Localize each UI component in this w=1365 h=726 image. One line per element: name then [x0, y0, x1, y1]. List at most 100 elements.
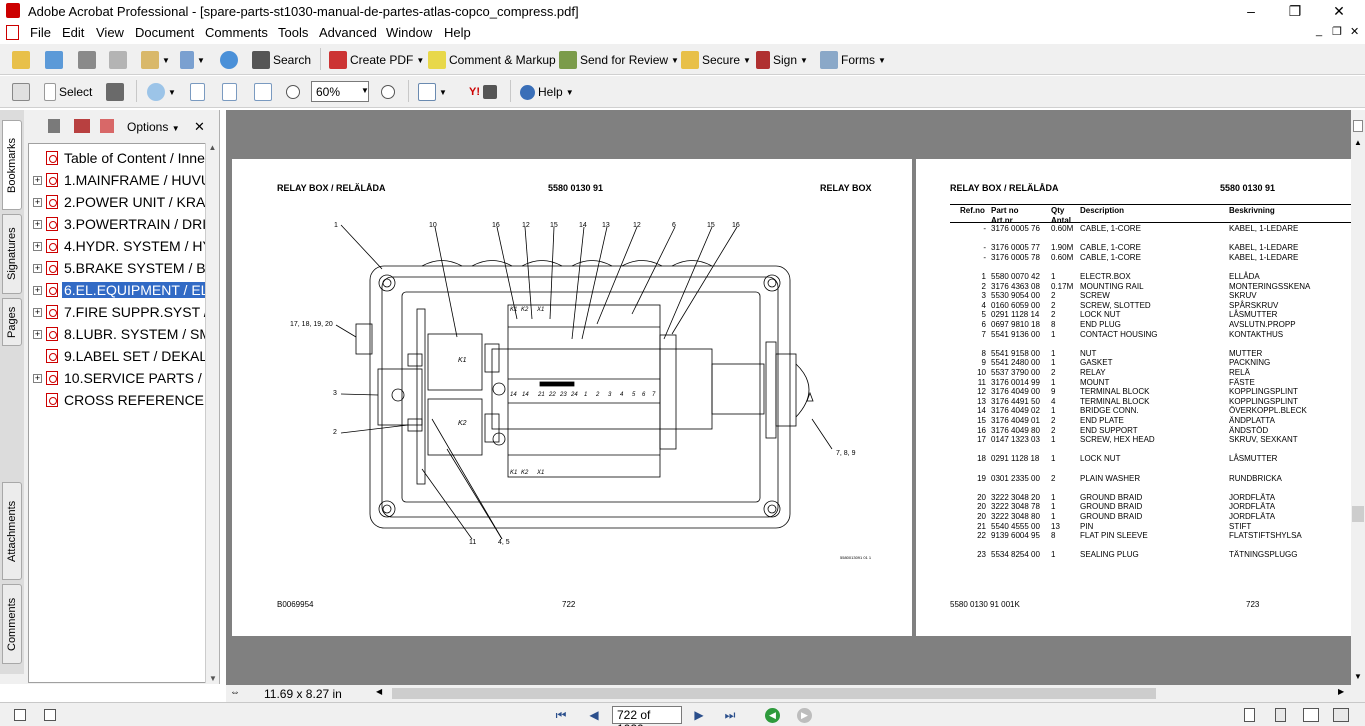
bookmark-vscroll[interactable]: ▲ ▼	[205, 143, 219, 683]
menu-document[interactable]: Document	[135, 25, 195, 40]
bookmark-item[interactable]: +1.MAINFRAME / HUVU	[33, 170, 205, 190]
expand-icon[interactable]: +	[33, 240, 42, 251]
zoom-dropdown-icon[interactable]: ▼	[361, 86, 369, 95]
menu-tools[interactable]: Tools	[278, 25, 309, 40]
restore-button[interactable]: ❐	[1288, 3, 1302, 19]
zoom-field[interactable]: 60%	[311, 81, 369, 102]
menu-comments[interactable]: Comments	[205, 25, 268, 40]
hscroll-thumb[interactable]	[392, 688, 1156, 699]
select-tool-button[interactable]: Select	[44, 80, 92, 104]
sign-button[interactable]: Sign▼	[756, 48, 808, 72]
status-doc-icon[interactable]	[44, 709, 56, 721]
bookmark-item[interactable]: +10.SERVICE PARTS /	[33, 368, 204, 388]
bookmark-item[interactable]: +8.LUBR. SYSTEM / SM	[33, 324, 205, 344]
bookmark-item[interactable]: +6.EL.EQUIPMENT / EL	[33, 280, 205, 300]
fit-width-button[interactable]	[254, 80, 272, 104]
help-button[interactable]: Help▼	[520, 80, 574, 104]
scroll-thumb[interactable]	[1352, 506, 1364, 522]
doc-restore-button[interactable]: ❐	[1332, 26, 1342, 38]
comment-markup-button[interactable]: Comment & Markup▼	[428, 48, 567, 72]
menu-help[interactable]: Help	[444, 25, 471, 40]
last-page-button[interactable]: ⏭	[724, 708, 736, 722]
single-page-icon[interactable]	[1244, 708, 1255, 722]
zoom-in-tool-button[interactable]: ▼	[147, 80, 176, 104]
expand-icon[interactable]: +	[33, 372, 42, 383]
fit-page-button[interactable]	[222, 80, 237, 104]
document-view[interactable]: RELAY BOX / RELÄLÅDA 5580 0130 91 RELAY …	[226, 110, 1356, 685]
menu-edit[interactable]: Edit	[62, 25, 85, 40]
snapshot-button[interactable]	[106, 80, 124, 104]
zoom-in-button[interactable]	[381, 80, 395, 104]
expand-icon[interactable]: +	[33, 306, 42, 317]
options-menu[interactable]: Options ▼	[127, 120, 180, 134]
parts-table-row	[950, 483, 1356, 493]
scroll-left-icon[interactable]: ◀	[376, 687, 383, 696]
open-button[interactable]	[12, 48, 30, 72]
close-button[interactable]: ✕	[1333, 3, 1345, 19]
parts-table-cell: 0291 1128 18	[991, 454, 1040, 464]
expand-icon[interactable]: +	[33, 284, 42, 295]
save-button[interactable]	[78, 48, 96, 72]
continuous-icon[interactable]	[1275, 708, 1286, 722]
rotate-button[interactable]: ▼	[418, 80, 447, 104]
doc-minimize-button[interactable]: _	[1316, 25, 1323, 37]
web-button[interactable]	[220, 48, 238, 72]
split-icon[interactable]	[1353, 120, 1363, 132]
menu-advanced[interactable]: Advanced	[319, 25, 377, 40]
page-size-toggle-icon[interactable]: ⇔	[230, 687, 240, 698]
nav-pane-toggle-icon[interactable]	[14, 709, 26, 721]
expand-icon[interactable]: +	[33, 218, 42, 229]
bookmark-item[interactable]: +7.FIRE SUPPR.SYST /	[33, 302, 205, 322]
search-button[interactable]: Search	[252, 48, 311, 72]
bookmark-item[interactable]: Table of Content / Inneh	[33, 148, 205, 168]
forms-button[interactable]: Forms▼	[820, 48, 886, 72]
close-pane-button[interactable]: ✕	[194, 119, 205, 134]
organizer-button[interactable]	[45, 48, 63, 72]
trash-icon[interactable]	[48, 119, 60, 133]
bookmark-properties-icon[interactable]	[74, 119, 90, 133]
bookmark-item[interactable]: +3.POWERTRAIN / DRI	[33, 214, 205, 234]
previous-page-button[interactable]: ◀	[589, 708, 599, 722]
hand-tool-button[interactable]	[12, 80, 30, 104]
secure-button[interactable]: Secure▼	[681, 48, 751, 72]
first-page-button[interactable]: ⏮	[555, 708, 567, 722]
tab-comments[interactable]: Comments	[2, 584, 22, 664]
bookmark-item[interactable]: +4.HYDR. SYSTEM / HY	[33, 236, 205, 256]
facing-icon[interactable]	[1303, 708, 1319, 722]
go-forward-icon[interactable]: ▶	[797, 708, 812, 723]
minimize-button[interactable]: –	[1247, 3, 1255, 19]
expand-icon[interactable]: +	[33, 262, 42, 273]
bookmark-item[interactable]: +5.BRAKE SYSTEM / B	[33, 258, 205, 278]
scroll-up-icon[interactable]: ▲	[1354, 138, 1362, 147]
scroll-down-icon[interactable]: ▼	[1354, 672, 1362, 681]
bookmark-item[interactable]: 9.LABEL SET / DEKAL	[33, 346, 205, 366]
next-page-button[interactable]: ▶	[694, 708, 704, 722]
scroll-right-icon[interactable]: ▶	[1338, 687, 1345, 696]
page-number-field[interactable]: 722 of 1020	[612, 706, 682, 726]
go-back-icon[interactable]: ◀	[765, 708, 780, 723]
continuous-facing-icon[interactable]	[1333, 708, 1349, 722]
expand-icon[interactable]: +	[33, 174, 42, 185]
expand-icon[interactable]: +	[33, 328, 42, 339]
zoom-out-button[interactable]	[286, 80, 300, 104]
new-bookmark-icon[interactable]	[100, 119, 114, 133]
yahoo-search-button[interactable]: Y!	[469, 80, 497, 104]
expand-icon[interactable]: +	[33, 196, 42, 207]
create-pdf-button[interactable]: Create PDF▼	[329, 48, 424, 72]
menu-file[interactable]: File	[30, 25, 51, 40]
menu-view[interactable]: View	[96, 25, 124, 40]
tab-signatures[interactable]: Signatures	[2, 214, 22, 294]
menu-window[interactable]: Window	[386, 25, 433, 40]
bookmark-item[interactable]: +2.POWER UNIT / KRA	[33, 192, 205, 212]
bookmark-item[interactable]: CROSS REFERENCE	[33, 390, 205, 410]
send-review-button[interactable]: Send for Review▼	[559, 48, 679, 72]
doc-close-button[interactable]: ✕	[1350, 26, 1360, 38]
email-button[interactable]: ▼	[141, 48, 170, 72]
tab-attachments[interactable]: Attachments	[2, 482, 22, 580]
print-button[interactable]	[109, 48, 127, 72]
actual-size-button[interactable]	[190, 80, 205, 104]
tab-bookmarks[interactable]: Bookmarks	[2, 120, 22, 210]
tab-pages[interactable]: Pages	[2, 298, 22, 346]
attach-button[interactable]: ▼	[180, 48, 205, 72]
document-vscroll[interactable]: ▲ ▼	[1351, 110, 1365, 685]
